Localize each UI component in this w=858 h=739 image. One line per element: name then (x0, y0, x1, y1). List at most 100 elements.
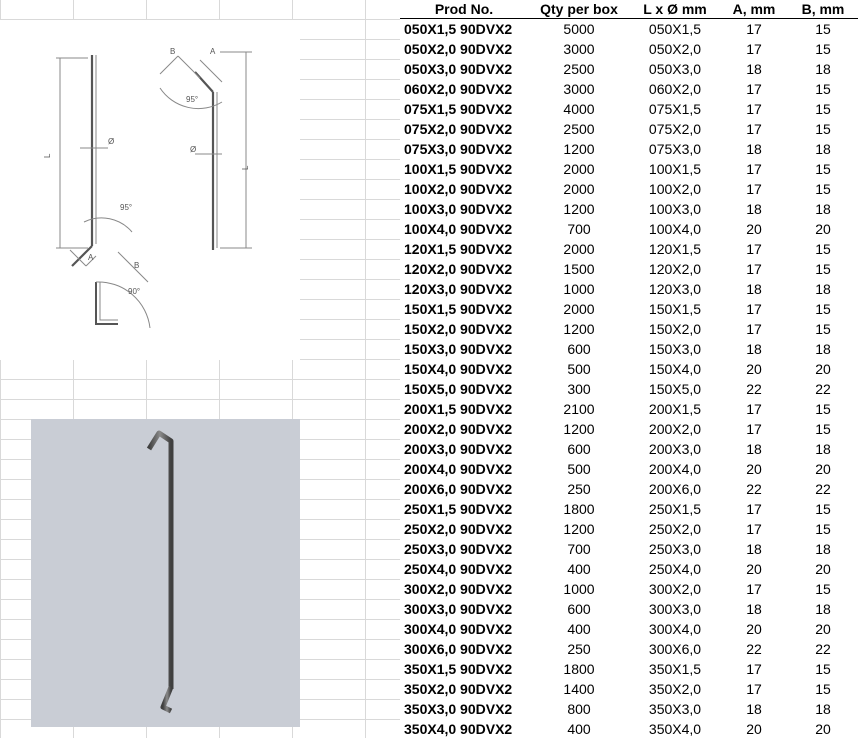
cell-a: 17 (720, 399, 788, 419)
cell-b: 18 (788, 279, 858, 299)
table-header-row: Prod No. Qty per box L x Ø mm A, mm B, m… (400, 0, 858, 19)
cell-b: 15 (788, 259, 858, 279)
cell-prod-no: 350X3,0 90DVX2 (400, 699, 528, 719)
cell-prod-no: 075X2,0 90DVX2 (400, 119, 528, 139)
cell-prod-no: 100X3,0 90DVX2 (400, 199, 528, 219)
cell-length-diameter: 200X3,0 (630, 439, 720, 459)
cell-prod-no: 250X4,0 90DVX2 (400, 559, 528, 579)
cell-length-diameter: 250X4,0 (630, 559, 720, 579)
cell-b: 22 (788, 639, 858, 659)
cell-qty: 1200 (528, 139, 630, 159)
cell-a: 17 (720, 79, 788, 99)
cell-b: 18 (788, 59, 858, 79)
dim-L-left: L (43, 153, 52, 158)
cell-b: 20 (788, 359, 858, 379)
cell-qty: 400 (528, 719, 630, 739)
cell-prod-no: 250X2,0 90DVX2 (400, 519, 528, 539)
cell-b: 20 (788, 559, 858, 579)
cell-prod-no: 200X6,0 90DVX2 (400, 479, 528, 499)
cell-a: 18 (720, 59, 788, 79)
cell-prod-no: 050X3,0 90DVX2 (400, 59, 528, 79)
header-qty-per-box: Qty per box (528, 0, 630, 19)
cell-length-diameter: 250X3,0 (630, 539, 720, 559)
dim-B-right: B (170, 47, 175, 56)
cell-prod-no: 120X3,0 90DVX2 (400, 279, 528, 299)
cell-b: 18 (788, 539, 858, 559)
cell-length-diameter: 150X4,0 (630, 359, 720, 379)
cell-a: 18 (720, 279, 788, 299)
cell-prod-no: 075X1,5 90DVX2 (400, 99, 528, 119)
cell-b: 18 (788, 699, 858, 719)
cell-qty: 2500 (528, 119, 630, 139)
cell-b: 15 (788, 499, 858, 519)
cell-b: 15 (788, 419, 858, 439)
cell-a: 17 (720, 299, 788, 319)
cell-prod-no: 300X3,0 90DVX2 (400, 599, 528, 619)
cell-prod-no: 300X2,0 90DVX2 (400, 579, 528, 599)
cell-b: 15 (788, 579, 858, 599)
cell-qty: 3000 (528, 39, 630, 59)
cell-a: 18 (720, 599, 788, 619)
cell-prod-no: 100X4,0 90DVX2 (400, 219, 528, 239)
cell-prod-no: 200X4,0 90DVX2 (400, 459, 528, 479)
cell-prod-no: 250X1,5 90DVX2 (400, 499, 528, 519)
cell-prod-no: 120X2,0 90DVX2 (400, 259, 528, 279)
drawing-svg: L L Ø Ø 95° 95° 90° A B B A (0, 20, 300, 360)
cell-length-diameter: 075X3,0 (630, 139, 720, 159)
cell-qty: 250 (528, 479, 630, 499)
cell-length-diameter: 300X2,0 (630, 579, 720, 599)
cell-qty: 1200 (528, 519, 630, 539)
cell-prod-no: 050X2,0 90DVX2 (400, 39, 528, 59)
cell-a: 18 (720, 539, 788, 559)
cell-qty: 1800 (528, 659, 630, 679)
cell-length-diameter: 150X2,0 (630, 319, 720, 339)
cell-a: 20 (720, 619, 788, 639)
cell-prod-no: 075X3,0 90DVX2 (400, 139, 528, 159)
cell-b: 15 (788, 119, 858, 139)
cell-prod-no: 150X5,0 90DVX2 (400, 379, 528, 399)
cell-a: 17 (720, 159, 788, 179)
cell-prod-no: 150X2,0 90DVX2 (400, 319, 528, 339)
cell-b: 20 (788, 219, 858, 239)
cell-qty: 2000 (528, 159, 630, 179)
cell-b: 15 (788, 79, 858, 99)
cell-length-diameter: 050X3,0 (630, 59, 720, 79)
dim-diameter-left: Ø (108, 137, 114, 146)
cell-length-diameter: 200X2,0 (630, 419, 720, 439)
cell-prod-no: 350X4,0 90DVX2 (400, 719, 528, 739)
cell-qty: 3000 (528, 79, 630, 99)
cell-a: 20 (720, 359, 788, 379)
header-a-mm: A, mm (720, 0, 788, 19)
cell-b: 15 (788, 39, 858, 59)
cell-qty: 1200 (528, 199, 630, 219)
header-prod-no: Prod No. (400, 0, 528, 19)
cell-a: 17 (720, 519, 788, 539)
cell-qty: 1400 (528, 679, 630, 699)
cell-a: 17 (720, 99, 788, 119)
cell-a: 20 (720, 459, 788, 479)
header-length-diameter: L x Ø mm (630, 0, 720, 19)
cell-a: 17 (720, 499, 788, 519)
cell-length-diameter: 300X4,0 (630, 619, 720, 639)
cell-prod-no: 200X3,0 90DVX2 (400, 439, 528, 459)
cell-b: 15 (788, 299, 858, 319)
header-b-mm: B, mm (788, 0, 858, 19)
cell-a: 17 (720, 319, 788, 339)
